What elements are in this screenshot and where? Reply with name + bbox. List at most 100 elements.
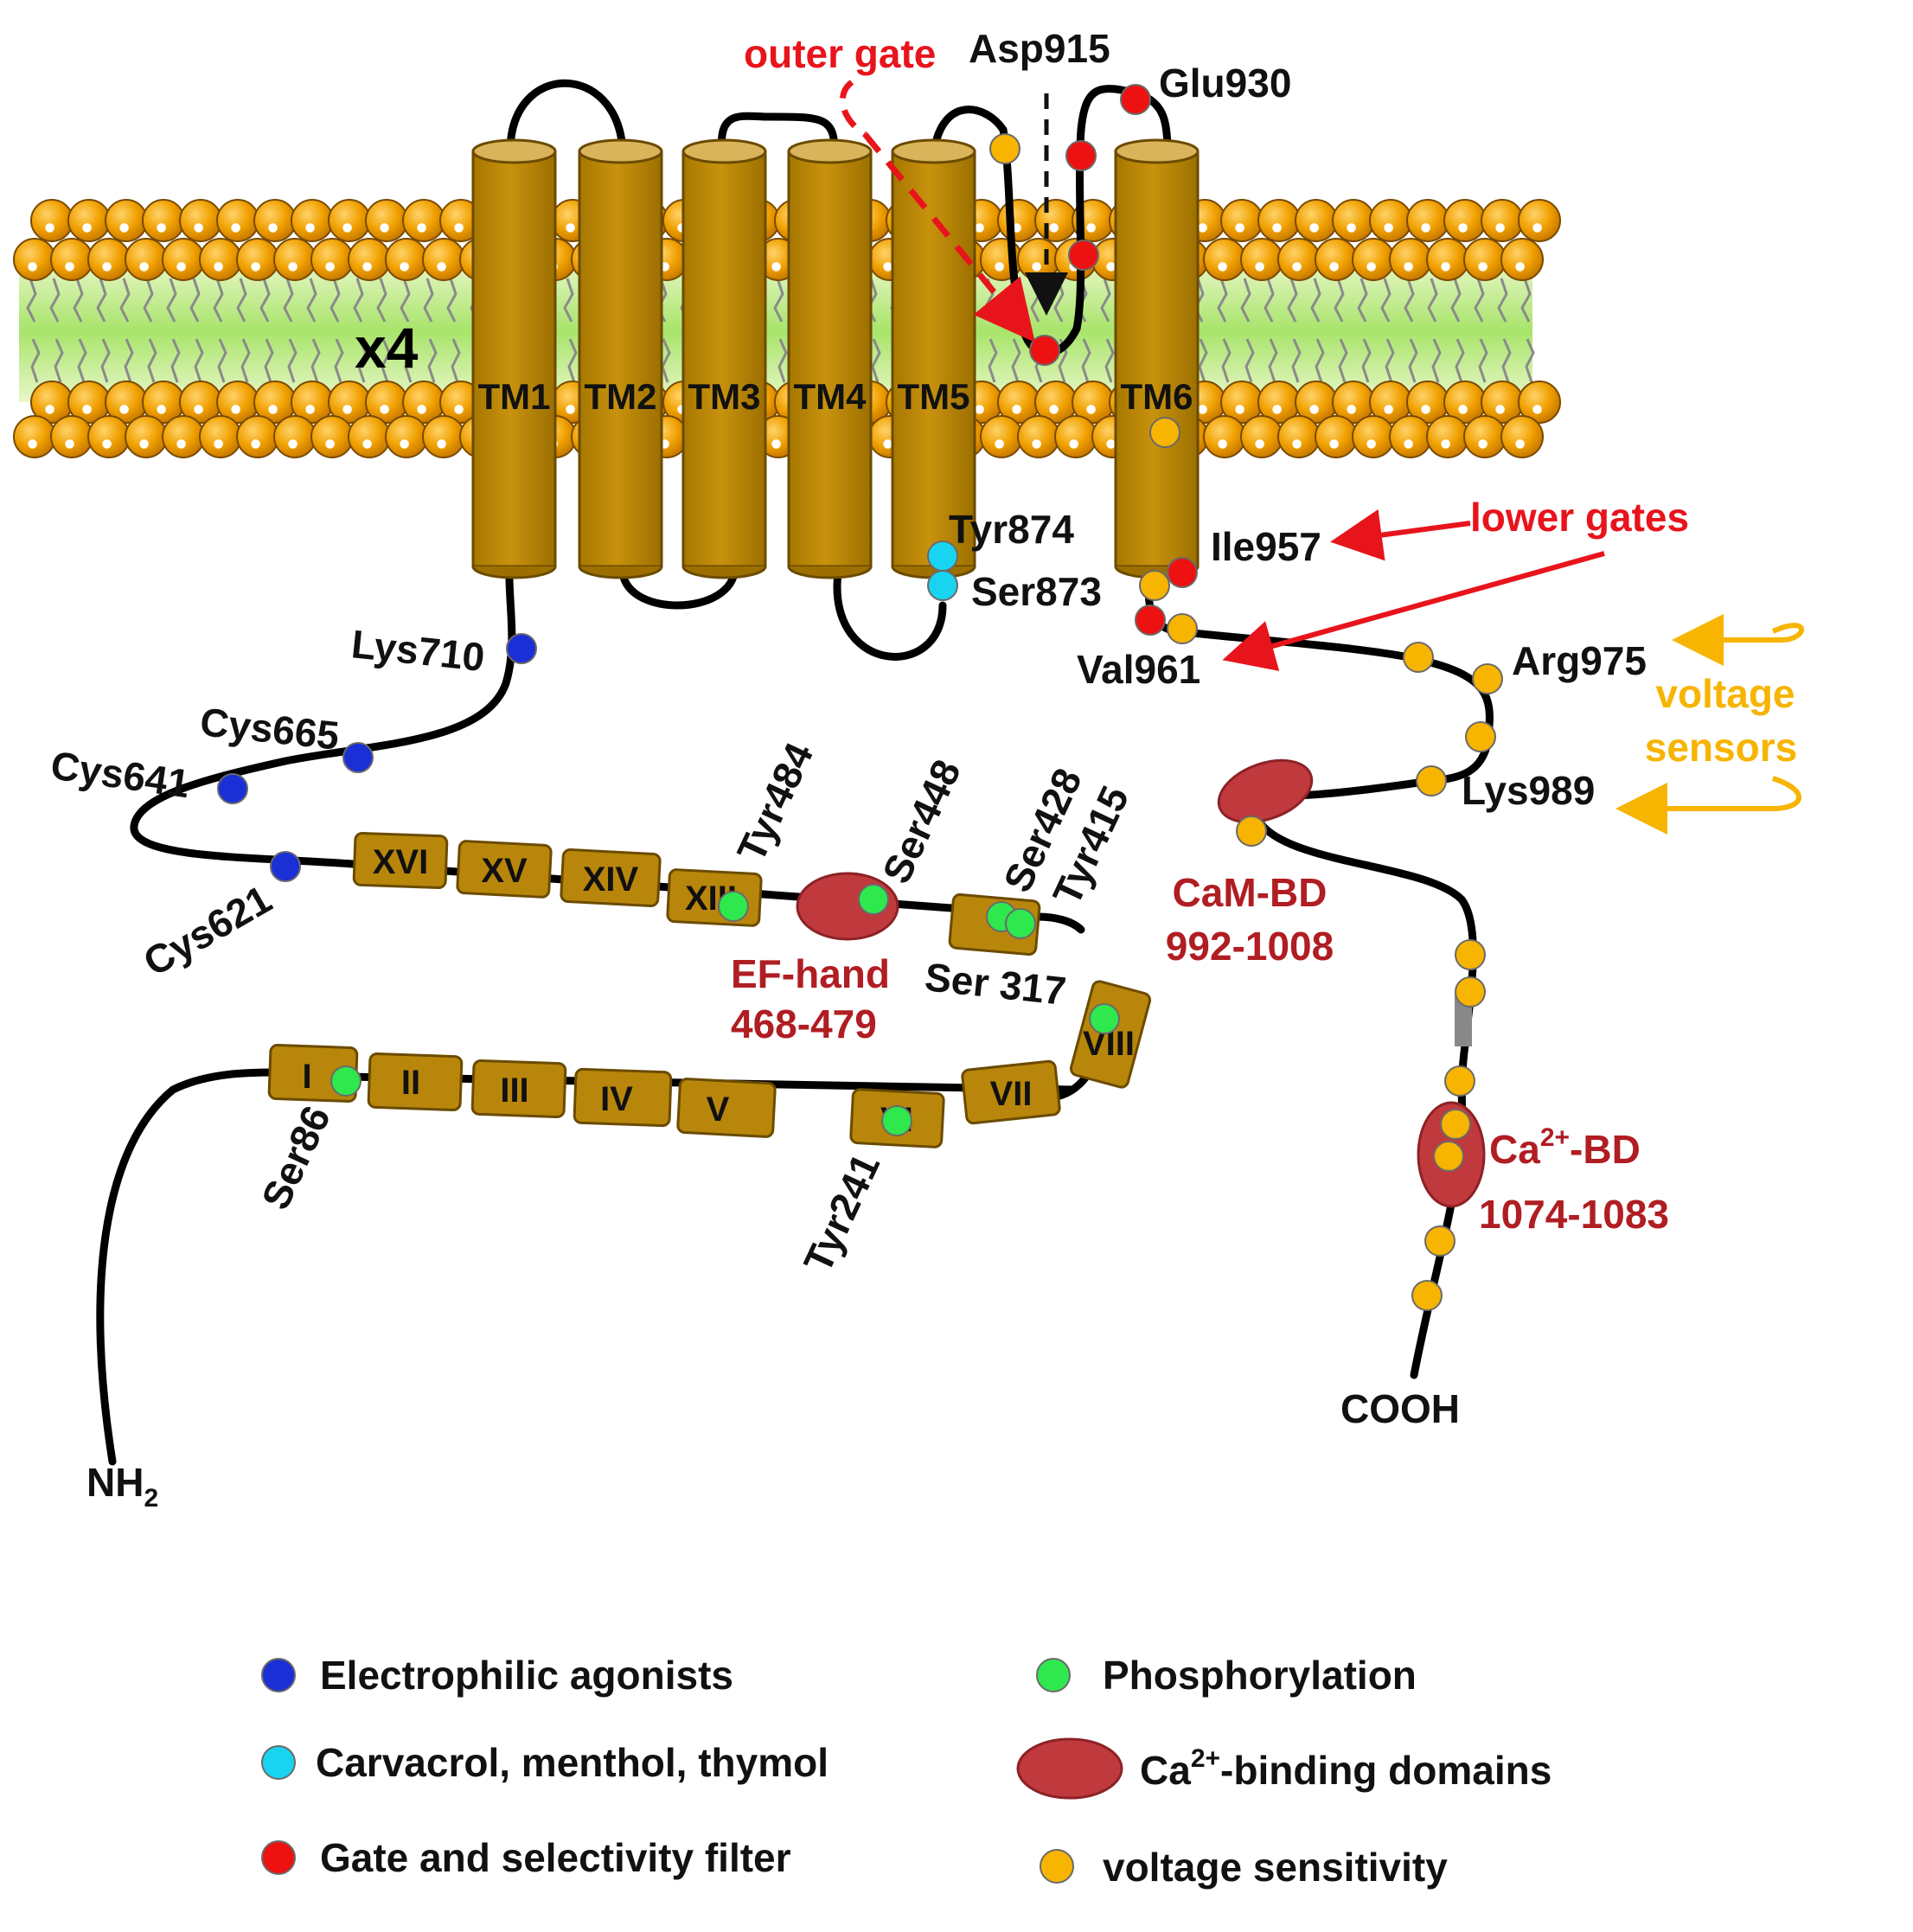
tm1-label: TM1	[478, 376, 551, 417]
lipid-tail	[329, 278, 341, 323]
lipid-tail	[1315, 338, 1325, 383]
lipid-head	[1277, 238, 1321, 281]
voltage-dot-d	[1465, 721, 1496, 752]
lys989-dot	[1416, 765, 1447, 796]
lipid-head	[291, 199, 334, 242]
lipid-tail	[446, 278, 457, 323]
lipid-head	[87, 415, 131, 458]
lipid-head-highlight	[288, 439, 298, 449]
lipid-head	[1406, 199, 1449, 242]
cys665-dot	[342, 742, 374, 773]
lipid-head-highlight	[1086, 223, 1096, 233]
lipid-tail	[1081, 338, 1091, 383]
cambd-range-label: 992-1008	[1166, 924, 1334, 969]
lipid-head	[13, 415, 56, 458]
lipid-head-highlight	[305, 223, 315, 233]
lipid-head	[1017, 415, 1060, 458]
efhand-range-label: 468-479	[731, 1001, 877, 1046]
lipid-head-highlight	[1032, 262, 1041, 272]
lipid-head	[348, 238, 391, 281]
cabd-name-label: Ca2+-BD	[1489, 1123, 1641, 1172]
tyr874-label: Tyr874	[949, 507, 1074, 552]
lipid-head	[1017, 238, 1060, 281]
ser873-label: Ser873	[971, 569, 1102, 614]
tail-dot-1	[1455, 939, 1486, 970]
tm5-label: TM5	[898, 376, 970, 417]
lipid-head-highlight	[231, 405, 240, 414]
lipid-head	[50, 415, 93, 458]
tm1-helix: TM1	[471, 138, 557, 579]
lipid-head	[216, 199, 259, 242]
lipid-head-highlight	[1106, 439, 1116, 449]
lipid-tail	[773, 278, 784, 323]
lipid-head	[1277, 415, 1321, 458]
lipid-head-highlight	[1292, 439, 1302, 449]
lipid-head-highlight	[1198, 405, 1207, 414]
lipid-head	[1240, 238, 1283, 281]
lipid-tail	[77, 338, 87, 383]
ser86-dot	[330, 1065, 361, 1097]
glu930-label: Glu930	[1159, 61, 1291, 106]
ankyrin-label-xvi: XVI	[373, 843, 428, 881]
lipid-head	[1389, 415, 1432, 458]
voltage-arrow-bottom	[1615, 776, 1802, 835]
legend-item-phospho: Phosphorylation	[1036, 1653, 1417, 1698]
lipid-tail	[1244, 338, 1255, 383]
lipid-head	[1203, 415, 1246, 458]
lipid-tail	[73, 278, 84, 323]
lipid-head-highlight	[82, 223, 92, 233]
val961-label: Val961	[1077, 647, 1200, 692]
tyr484-label: Tyr484	[728, 736, 822, 869]
lipid-head-highlight	[1347, 405, 1356, 414]
lipid-head-highlight	[1441, 262, 1450, 272]
lipid-tail	[143, 278, 154, 323]
cys621-dot	[270, 851, 301, 882]
lipid-tail	[1361, 338, 1372, 383]
arg975-dot	[1472, 663, 1503, 694]
lipid-head	[422, 238, 465, 281]
lipid-tail	[1501, 338, 1512, 383]
lipid-tail	[119, 278, 131, 323]
lipid-head-highlight	[1441, 439, 1450, 449]
voltage-dot-pore	[989, 133, 1020, 164]
lipid-tail	[1104, 338, 1115, 383]
lipid-head-highlight	[1384, 405, 1393, 414]
lipid-head-highlight	[1347, 223, 1356, 233]
lipid-head-highlight	[1329, 439, 1339, 449]
lipid-head-highlight	[883, 439, 893, 449]
lipid-tail	[147, 338, 157, 383]
lipid-head	[310, 238, 354, 281]
lipid-tail	[166, 278, 177, 323]
lipid-tail	[1287, 278, 1298, 323]
lipid-tail	[1408, 338, 1418, 383]
tm6-helix: TM6	[1114, 138, 1200, 579]
lipid-tail	[400, 278, 411, 323]
ankyrin-label-ii: II	[401, 1064, 420, 1102]
legend: Electrophilic agonists Carvacrol, mentho…	[261, 1653, 1552, 1890]
lipid-head-highlight	[268, 405, 278, 414]
ankyrin-repeat-xvi: XVI	[352, 831, 449, 890]
lipid-head-highlight	[417, 223, 426, 233]
lipid-head-highlight	[342, 405, 352, 414]
lipid-tail	[1385, 338, 1395, 383]
lipid-head-highlight	[1012, 405, 1021, 414]
ser317-label: Ser 317	[923, 954, 1068, 1014]
tyr484-dot	[718, 891, 749, 922]
lipid-tail	[871, 338, 881, 383]
lipid-head-highlight	[1086, 405, 1096, 414]
lipid-head	[1481, 199, 1524, 242]
lipid-head	[1034, 199, 1078, 242]
lipid-head-highlight	[119, 405, 129, 414]
legend-item-gate: Gate and selectivity filter	[261, 1835, 791, 1880]
cys641-dot	[217, 773, 248, 804]
lipid-head	[1369, 199, 1412, 242]
lipid-head	[1257, 199, 1301, 242]
lipid-head-highlight	[139, 439, 149, 449]
lipid-tail	[1291, 338, 1302, 383]
lipid-head	[1295, 199, 1338, 242]
ankyrin-repeat-viii: VIII	[1069, 980, 1152, 1089]
lipid-tail	[777, 338, 788, 383]
lipid-head	[1389, 238, 1432, 281]
lipid-head	[199, 238, 242, 281]
